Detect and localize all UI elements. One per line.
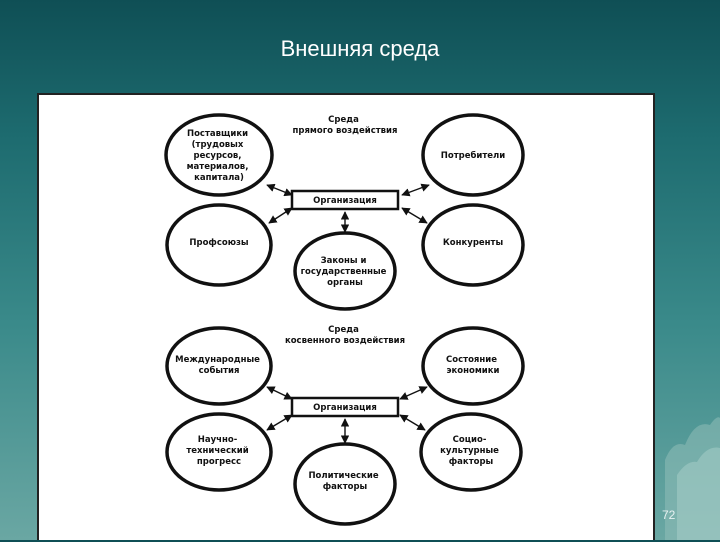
label-competitors: Конкуренты (443, 238, 503, 248)
node-suppliers (164, 113, 274, 197)
node-sociocultural (419, 412, 523, 492)
connector-international (266, 386, 293, 400)
indirect-environment-group: Международные события Состояние экономик… (165, 325, 525, 526)
decorative-wave-graphic (665, 417, 720, 540)
node-international (165, 326, 273, 406)
node-consumers (421, 113, 525, 197)
connector-competitors (401, 207, 428, 224)
organization-label-direct: Организация (313, 196, 377, 206)
page-number: 72 (662, 508, 676, 522)
label-international: Международные события (175, 355, 263, 376)
connector-suppliers (266, 183, 293, 197)
label-consumers: Потребители (441, 150, 506, 161)
node-unions (165, 203, 273, 287)
connector-scitech (266, 414, 293, 431)
slide-title: Внешняя среда (280, 36, 440, 61)
organization-box-direct (290, 189, 400, 211)
diagram-panel: Поставщики (трудовых ресурсов, материало… (37, 93, 655, 540)
label-laws: Законы и государственные органы (301, 256, 390, 288)
label-economy: Состояние экономики (446, 355, 500, 376)
label-political: Политические факторы (308, 471, 381, 492)
organization-label-indirect: Организация (313, 403, 377, 413)
connector-economy (399, 386, 428, 400)
node-economy (421, 326, 525, 406)
connector-sociocultural (399, 414, 426, 431)
organization-box-indirect (290, 396, 400, 418)
connector-consumers (401, 183, 430, 197)
environment-diagram: Поставщики (трудовых ресурсов, материало… (164, 113, 525, 526)
node-competitors (421, 203, 525, 287)
label-unions: Профсоюзы (189, 238, 248, 248)
label-suppliers: Поставщики (трудовых ресурсов, материало… (187, 129, 252, 183)
node-political (293, 442, 397, 526)
label-sociocultural: Социо- культурные факторы (440, 435, 502, 467)
direct-environment-group: Поставщики (трудовых ресурсов, материало… (164, 113, 525, 311)
indirect-heading: Среда косвенного воздействия (285, 325, 405, 346)
direct-heading: Среда прямого воздействия (293, 115, 398, 136)
connector-unions (268, 207, 293, 224)
label-scitech: Научно- технический прогресс (186, 435, 251, 467)
node-scitech (165, 412, 273, 492)
node-laws (293, 231, 397, 311)
